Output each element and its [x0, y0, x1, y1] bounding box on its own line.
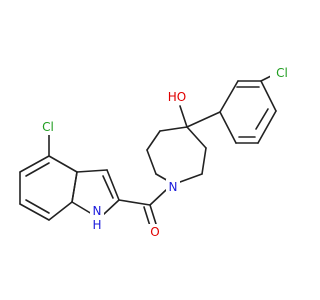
chlorine-label-indole: Cl [42, 120, 54, 134]
bond [19, 203, 50, 221]
bond [146, 149, 157, 175]
label-backdrop [164, 89, 190, 105]
bond [25, 162, 50, 177]
bond [201, 147, 207, 175]
indole-nitrogen-label: N [93, 204, 102, 218]
bond [186, 111, 221, 128]
label-backdrop [90, 218, 104, 232]
bond [106, 169, 120, 201]
bond [255, 108, 269, 130]
bond [186, 126, 207, 149]
bond [146, 130, 161, 151]
piperidine-nitrogen-label: N [169, 180, 178, 194]
bond [48, 155, 78, 173]
bond-lines [19, 75, 277, 227]
atom-labels: Cl HO N O N H Cl [36, 65, 294, 240]
bond [179, 105, 188, 128]
bond [103, 199, 120, 215]
label-backdrop [166, 179, 180, 195]
chemical-structure-diagram: Cl HO N O N H Cl [19, 65, 294, 240]
bond [149, 204, 157, 225]
bond [179, 173, 203, 183]
hydroxyl-label: HO [168, 90, 186, 104]
label-backdrop [36, 119, 60, 135]
bond [143, 206, 151, 227]
indole-hydrogen-label: H [92, 218, 101, 232]
label-backdrop [90, 204, 104, 218]
bond [118, 199, 151, 206]
bond [260, 75, 272, 82]
bond [219, 80, 239, 113]
label-backdrop [270, 65, 294, 81]
bond [260, 80, 277, 112]
bond [102, 175, 114, 199]
bond [71, 201, 93, 215]
bond [76, 169, 108, 173]
bond [219, 111, 237, 144]
bond [159, 126, 188, 132]
bond [25, 199, 50, 214]
bond [48, 201, 73, 221]
label-backdrop [148, 224, 162, 240]
bond [19, 155, 50, 173]
bond [149, 189, 167, 206]
chlorine-label-phenyl: Cl [276, 66, 288, 80]
bond [71, 171, 78, 203]
carbonyl-oxygen-label: O [150, 225, 159, 239]
bond [257, 110, 277, 144]
